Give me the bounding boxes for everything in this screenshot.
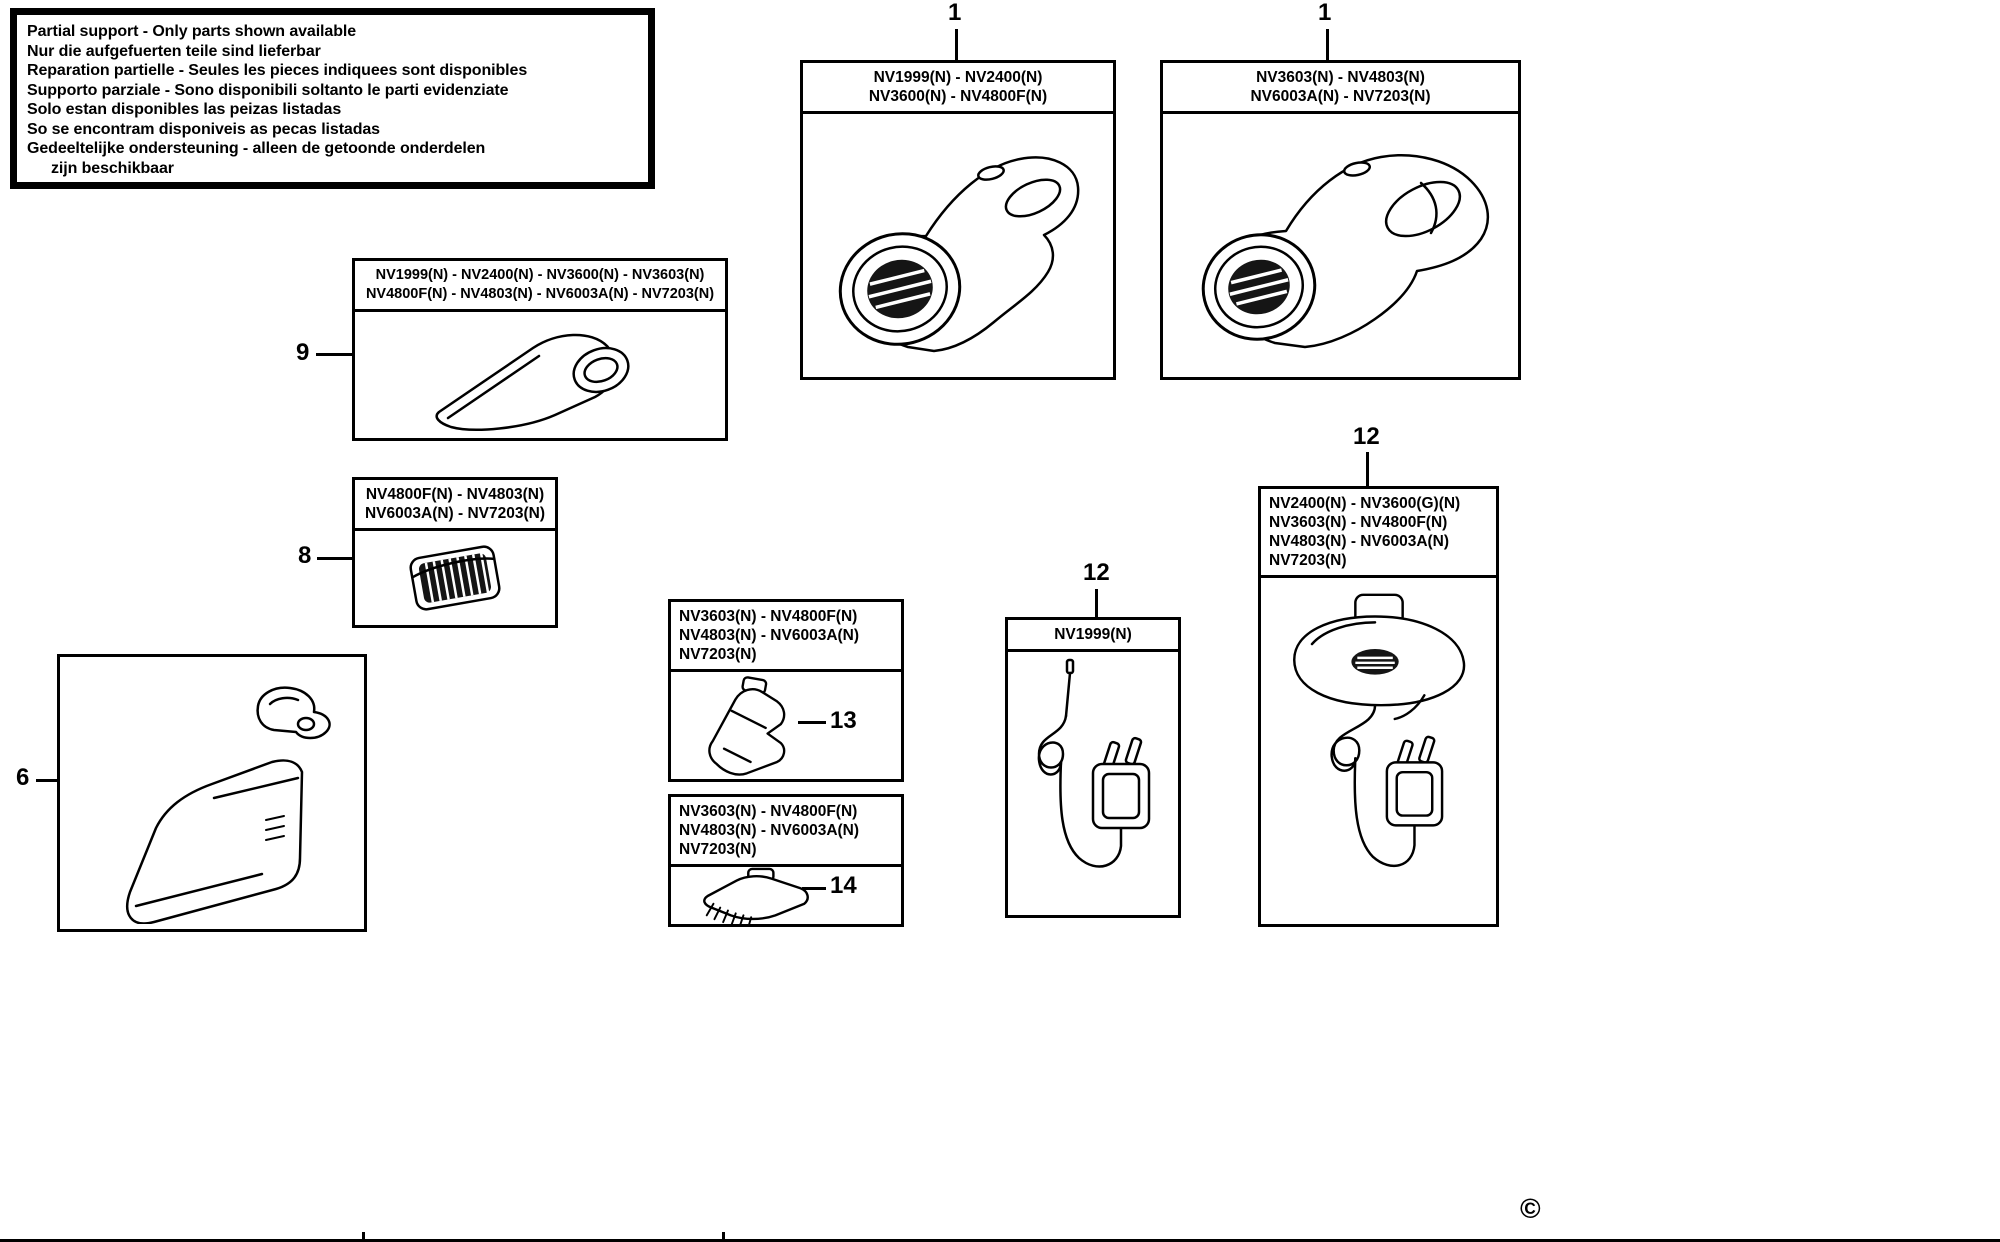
partial-support-notice: Partial support - Only parts shown avail… <box>10 8 655 189</box>
dust-bowl-illustration <box>126 686 331 924</box>
model-list-brush: NV3603(N) - NV4800F(N) NV4803(N) - NV600… <box>671 797 901 867</box>
callout-vacuum-a: 1 <box>948 0 962 26</box>
model-line: NV3603(N) - NV4800F(N) <box>679 803 858 820</box>
model-line: NV4803(N) - NV6003A(N) <box>1269 533 1450 550</box>
notice-line-pt: So se encontram disponiveis as pecas lis… <box>27 120 380 138</box>
footer-tick <box>362 1232 365 1239</box>
panel-bowl <box>57 654 367 932</box>
callout-bowl: 6 <box>16 764 30 791</box>
panel-brush: NV3603(N) - NV4800F(N) NV4803(N) - NV600… <box>668 794 904 927</box>
nozzle-illustration <box>435 333 630 431</box>
callout-filter: 8 <box>298 542 312 569</box>
filter-illustration <box>409 544 501 611</box>
callout-line-filter <box>317 557 352 560</box>
notice-line-es: Solo estan disponibles las peizas listad… <box>27 101 342 118</box>
handheld-vacuum-illustration <box>838 155 1080 352</box>
footer-rule <box>0 1239 2000 1242</box>
handheld-vacuum-illustration <box>1201 153 1489 348</box>
model-line: NV3603(N) - NV4800F(N) <box>679 608 858 625</box>
panel-charger-base: NV2400(N) - NV3600(G)(N) NV3603(N) - NV4… <box>1258 486 1499 927</box>
callout-nozzle: 9 <box>296 339 310 366</box>
model-line: NV7203(N) <box>1269 552 1347 569</box>
notice-line-de: Nur die aufgefuerten teile sind lieferba… <box>27 42 321 60</box>
model-line: NV3603(N) - NV4800F(N) <box>1269 514 1448 531</box>
callout-vacuum-b: 1 <box>1318 0 1332 26</box>
footer-tick <box>722 1232 725 1239</box>
model-list-vacuum-b: NV3603(N) - NV4803(N) NV6003A(N) - NV720… <box>1163 63 1518 114</box>
model-list-crevice-tool: NV3603(N) - NV4800F(N) NV4803(N) - NV600… <box>671 602 901 672</box>
model-list-filter: NV4800F(N) - NV4803(N) NV6003A(N) - NV72… <box>355 480 555 531</box>
notice-line-nl-2: zijn beschikbaar <box>51 159 174 177</box>
model-line: NV4800F(N) - NV4803(N) - NV6003A(N) - NV… <box>365 286 715 302</box>
callout-brush: 14 <box>830 872 857 899</box>
model-line: NV1999(N) <box>1054 626 1132 643</box>
notice-line-it: Supporto parziale - Sono disponibili sol… <box>27 81 509 99</box>
panel-nozzle: NV1999(N) - NV2400(N) - NV3600(N) - NV36… <box>352 258 728 441</box>
model-list-nozzle: NV1999(N) - NV2400(N) - NV3600(N) - NV36… <box>355 261 725 312</box>
model-line: NV6003A(N) - NV7203(N) <box>364 505 546 522</box>
model-line: NV7203(N) <box>679 841 757 858</box>
callout-charger: 12 <box>1083 559 1110 586</box>
model-list-vacuum-a: NV1999(N) - NV2400(N) NV3600(N) - NV4800… <box>803 63 1113 114</box>
panel-crevice-tool: NV3603(N) - NV4800F(N) NV4803(N) - NV600… <box>668 599 904 782</box>
callout-line-vacuum-a <box>955 29 958 60</box>
panel-charger: NV1999(N) <box>1005 617 1181 918</box>
callout-line-bowl <box>36 779 57 782</box>
callout-line-charger <box>1095 589 1098 617</box>
model-line: NV4803(N) - NV6003A(N) <box>679 822 860 839</box>
model-line: NV3603(N) - NV4803(N) <box>1256 69 1425 86</box>
brush-illustration <box>703 867 809 924</box>
model-line: NV1999(N) - NV2400(N) - NV3600(N) - NV36… <box>375 267 705 283</box>
callout-line-charger-base <box>1366 452 1369 486</box>
model-line: NV6003A(N) - NV7203(N) <box>1250 88 1431 105</box>
notice-line-en: Partial support - Only parts shown avail… <box>27 23 357 40</box>
callout-line-vacuum-b <box>1326 29 1329 60</box>
charger-base-illustration <box>1292 593 1465 867</box>
model-list-charger-base: NV2400(N) - NV3600(G)(N) NV3603(N) - NV4… <box>1261 489 1496 578</box>
callout-line-brush <box>802 887 826 890</box>
callout-line-nozzle <box>316 353 352 356</box>
model-line: NV3600(N) - NV4800F(N) <box>868 88 1048 105</box>
callout-crevice-tool: 13 <box>830 707 857 734</box>
panel-filter: NV4800F(N) - NV4803(N) NV6003A(N) - NV72… <box>352 477 558 628</box>
model-line: NV7203(N) <box>679 646 757 663</box>
crevice-tool-illustration <box>707 675 785 776</box>
notice-line-fr: Reparation partielle - Seules les pieces… <box>27 62 528 79</box>
callout-line-crevice-tool <box>798 721 826 724</box>
charger-illustration <box>1037 658 1150 868</box>
model-line: NV4803(N) - NV6003A(N) <box>679 627 860 644</box>
copyright-symbol: © <box>1520 1193 1541 1224</box>
model-line: NV4800F(N) - NV4803(N) <box>365 486 545 503</box>
model-list-charger: NV1999(N) <box>1008 620 1178 652</box>
panel-vacuum-a: NV1999(N) - NV2400(N) NV3600(N) - NV4800… <box>800 60 1116 380</box>
notice-line-nl: Gedeeltelijke ondersteuning - alleen de … <box>27 140 486 157</box>
callout-charger-base: 12 <box>1353 423 1380 450</box>
panel-vacuum-b: NV3603(N) - NV4803(N) NV6003A(N) - NV720… <box>1160 60 1521 380</box>
model-line: NV1999(N) - NV2400(N) <box>873 69 1043 86</box>
model-line: NV2400(N) - NV3600(G)(N) <box>1269 495 1461 512</box>
